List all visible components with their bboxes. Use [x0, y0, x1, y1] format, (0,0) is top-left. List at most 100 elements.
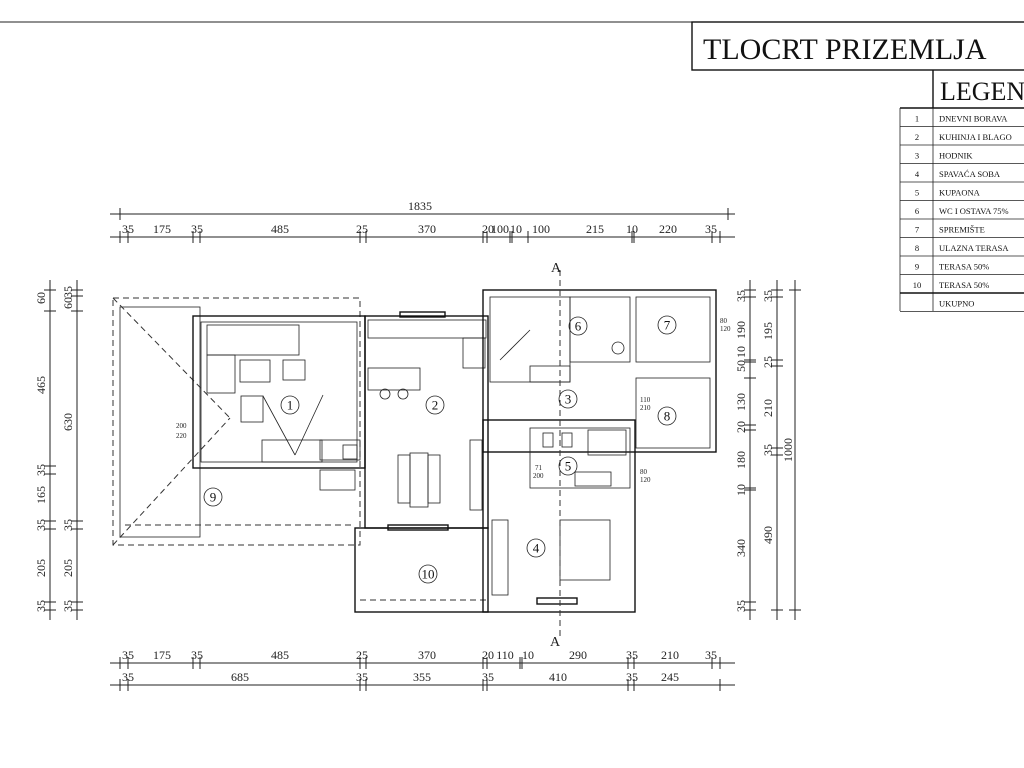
dining-chairs — [427, 454, 441, 504]
fireplace — [319, 439, 361, 461]
dimension-label: 35 — [761, 444, 775, 456]
dimension-label: 210 — [761, 399, 775, 417]
dimension-label: 25 — [761, 356, 775, 368]
dimension-label: 175 — [153, 222, 171, 236]
coffee-table — [239, 359, 271, 383]
dimension-label: 245 — [661, 670, 679, 684]
dimension-label: 190 — [734, 321, 748, 339]
terrace-9-outline — [112, 297, 361, 546]
dimension-label: 490 — [761, 526, 775, 544]
storage-unit — [529, 365, 571, 383]
legend-row-name: ULAZNA TERASA — [939, 243, 1009, 253]
bedroom-wing-walls — [482, 419, 636, 613]
room-number-8: 8 — [664, 409, 671, 424]
legend-row-name: TERASA 50% — [939, 280, 989, 290]
room-number-6: 6 — [575, 319, 582, 334]
dimension-label: 10 — [626, 222, 638, 236]
legend-row-name: TERASA 50% — [939, 262, 989, 272]
roof-hip-line — [112, 297, 231, 419]
living-window-label: 200 — [176, 422, 187, 430]
dimension-label: 370 — [418, 222, 436, 236]
sofa-corner — [206, 354, 236, 394]
legend-row-number: 3 — [915, 151, 919, 161]
room-number-circle — [280, 395, 300, 415]
storage-niche — [319, 469, 356, 491]
dimension-label: 215 — [586, 222, 604, 236]
legend-row-name: DNEVNI BORAVA — [939, 114, 1008, 124]
dimension-label: 10 — [734, 346, 748, 358]
dimension-label: 35 — [482, 670, 494, 684]
dimension-label: 205 — [61, 559, 75, 577]
living-room-walls — [192, 315, 366, 469]
legend-row-number: 5 — [915, 188, 919, 198]
dimension-label: 35 — [191, 222, 203, 236]
legend-row-name: UKUPNO — [939, 299, 974, 309]
legend-row-number: 2 — [915, 132, 919, 142]
room-number-10: 10 — [422, 567, 435, 582]
room-number-circle — [657, 315, 677, 335]
section-marker-bottom: A — [550, 635, 561, 650]
dimension-label: 370 — [418, 648, 436, 662]
entry-door-label: 110 — [640, 396, 651, 404]
legend-row-number: 7 — [915, 225, 919, 235]
dimension-label: 195 — [761, 322, 775, 340]
room-number-circle — [418, 564, 438, 584]
room-number-circle — [568, 316, 588, 336]
bathroom — [529, 427, 631, 489]
dimension-label: 35 — [34, 464, 48, 476]
dimension-label: 25 — [356, 222, 368, 236]
dimension-label: 35 — [122, 648, 134, 662]
dining-table — [409, 452, 429, 508]
dimension-label: 35 — [61, 600, 75, 612]
room-number-4: 4 — [533, 541, 540, 556]
room-number-5: 5 — [565, 459, 572, 474]
dimension-label: 25 — [356, 648, 368, 662]
chimney — [342, 444, 358, 460]
living-room-inner — [200, 321, 358, 463]
dimension-label: 110 — [496, 648, 514, 662]
dimension-label: 340 — [734, 539, 748, 557]
sideboard — [469, 439, 483, 511]
roof-hip-line — [112, 417, 231, 546]
armchair — [282, 359, 306, 381]
dimension-label: 205 — [34, 559, 48, 577]
storage-window-label: 120 — [720, 325, 731, 333]
overall-depth-label: 1000 — [781, 438, 795, 462]
dimension-label: 165 — [34, 486, 48, 504]
dimension-label: 485 — [271, 648, 289, 662]
legend-row-number: 8 — [915, 243, 919, 253]
legend-row-name: SPREMIŠTE — [939, 225, 985, 235]
room-number-circle — [657, 406, 677, 426]
kitchen-window — [399, 311, 446, 318]
legend-row-name: WC I OSTAVA 75% — [939, 206, 1009, 216]
title-box — [691, 21, 1024, 71]
shower — [587, 429, 627, 456]
living-window-label: 220 — [176, 432, 187, 440]
dimension-label: 35 — [122, 222, 134, 236]
section-marker-top: A — [551, 261, 562, 276]
bath-window-label: 80 — [640, 468, 648, 476]
tv-unit — [261, 439, 323, 463]
entry-door-label: 210 — [640, 404, 651, 412]
armchair — [240, 395, 264, 423]
room-number-circle — [526, 538, 546, 558]
room-number-9: 9 — [210, 490, 217, 505]
storage-window-label: 80 — [720, 317, 728, 325]
dimension-label: 210 — [661, 648, 679, 662]
terrace-10-walls — [354, 527, 489, 613]
tv-view-line — [262, 395, 296, 456]
dimension-label: 35 — [122, 670, 134, 684]
boiler — [611, 341, 625, 355]
legend-row-name: SPAVAĆA SOBA — [939, 169, 1001, 179]
dimension-label: 35 — [61, 519, 75, 531]
kitchen-island — [367, 367, 421, 391]
sofa — [206, 324, 300, 356]
room-number-circle — [425, 395, 445, 415]
legend-row-number: 6 — [915, 206, 919, 216]
double-sink — [574, 471, 612, 487]
dimension-label: 465 — [34, 376, 48, 394]
